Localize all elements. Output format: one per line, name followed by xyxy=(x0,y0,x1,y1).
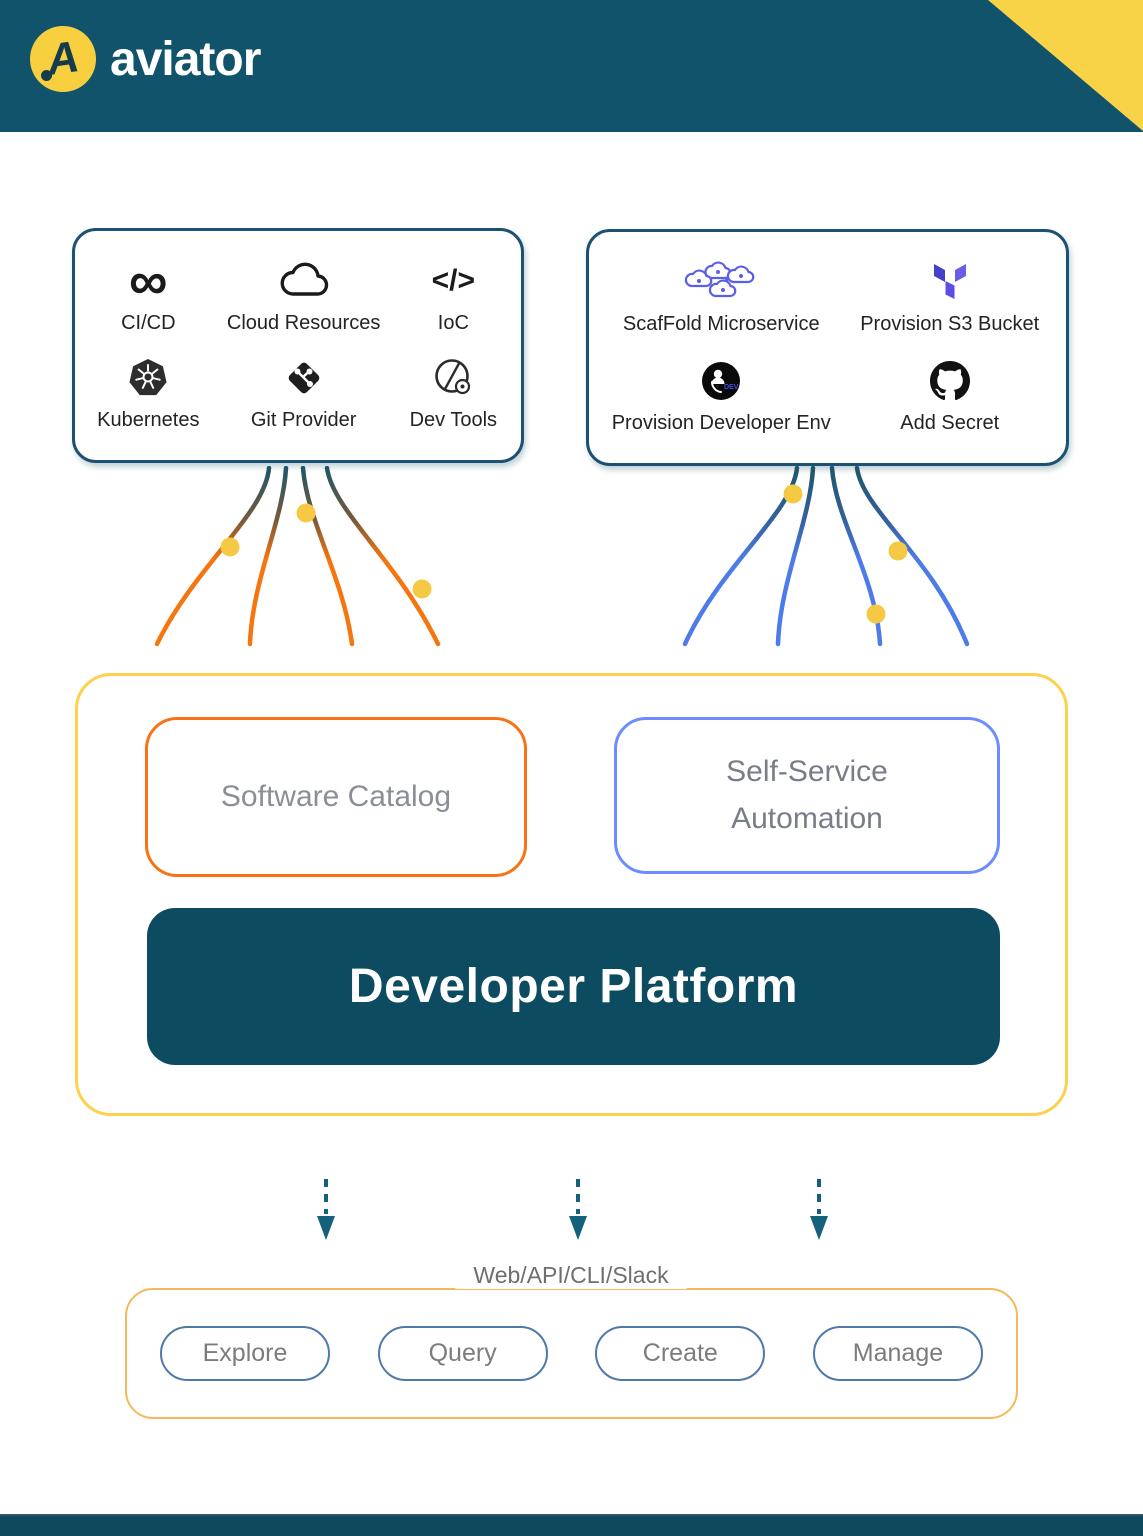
action-provision-s3: Provision S3 Bucket xyxy=(843,260,1056,336)
self-service-label-line1: Self-Service xyxy=(726,755,888,788)
actions-connector-lines xyxy=(682,466,970,647)
devtools-icon xyxy=(432,356,474,400)
action-label: Provision S3 Bucket xyxy=(860,313,1040,336)
terraform-icon xyxy=(931,260,969,304)
developer-platform-box: Developer Platform xyxy=(147,908,1000,1065)
tool-label: Kubernetes xyxy=(97,409,200,432)
action-label: ScafFold Microservice xyxy=(622,313,820,336)
software-catalog-box: Software Catalog xyxy=(145,717,527,877)
actions-card: ScafFold Microservice Provision S3 Bucke… xyxy=(586,229,1069,466)
developer-env-icon: DEV xyxy=(701,359,741,403)
github-icon xyxy=(929,359,970,403)
tools-card: ∞ CI/CD Cloud Resources </> IoC xyxy=(72,228,524,463)
action-label: Provision Developer Env xyxy=(611,411,831,434)
action-scaffold-microservice: ScafFold Microservice xyxy=(599,260,843,336)
corner-triangle-decoration xyxy=(988,0,1143,131)
git-icon xyxy=(283,356,325,400)
tools-connector-lines xyxy=(154,466,441,647)
microservices-clouds-icon xyxy=(683,260,759,304)
down-arrow-icon xyxy=(317,1179,335,1240)
kubernetes-icon xyxy=(127,356,169,400)
tool-label: Cloud Resources xyxy=(226,311,381,334)
header-bar: A aviator xyxy=(0,0,1143,132)
query-button[interactable]: Query xyxy=(377,1326,548,1381)
interfaces-box: Explore Query Create Manage xyxy=(125,1288,1018,1419)
tool-label: IoC xyxy=(437,311,469,334)
action-add-secret: Add Secret xyxy=(843,359,1056,435)
action-provision-dev-env: DEV Provision Developer Env xyxy=(599,359,843,435)
aviator-logo: A aviator xyxy=(30,26,261,92)
manage-button[interactable]: Manage xyxy=(812,1326,983,1381)
developer-platform-label: Developer Platform xyxy=(348,960,799,1013)
cloud-icon xyxy=(279,259,329,303)
self-service-label-line2: Automation xyxy=(731,801,883,835)
tool-ioc: </> IoC xyxy=(400,259,507,335)
down-arrow-icon xyxy=(810,1179,828,1240)
code-icon: </> xyxy=(431,263,476,297)
create-button[interactable]: Create xyxy=(595,1326,766,1381)
tool-cloud-resources: Cloud Resources xyxy=(208,259,400,335)
tool-kubernetes: Kubernetes xyxy=(89,356,208,432)
self-service-automation-box: Self-Service Automation xyxy=(614,717,1000,874)
aviator-logo-icon: A xyxy=(30,26,96,92)
infinity-icon: ∞ xyxy=(129,250,168,311)
tool-label: Dev Tools xyxy=(409,409,498,432)
tool-label: Git Provider xyxy=(250,409,357,432)
tool-dev-tools: Dev Tools xyxy=(400,356,507,432)
down-arrow-icon xyxy=(569,1179,587,1240)
interfaces-label: Web/API/CLI/Slack xyxy=(455,1262,687,1289)
svg-text:DEV: DEV xyxy=(724,384,739,391)
tool-label: CI/CD xyxy=(121,311,176,334)
action-label: Add Secret xyxy=(900,411,1000,434)
logo-wordmark: aviator xyxy=(110,32,261,86)
footer-bar xyxy=(0,1514,1143,1536)
tool-git-provider: Git Provider xyxy=(208,356,400,432)
software-catalog-label: Software Catalog xyxy=(220,780,452,813)
explore-button[interactable]: Explore xyxy=(160,1326,330,1381)
tool-cicd: ∞ CI/CD xyxy=(89,250,208,335)
